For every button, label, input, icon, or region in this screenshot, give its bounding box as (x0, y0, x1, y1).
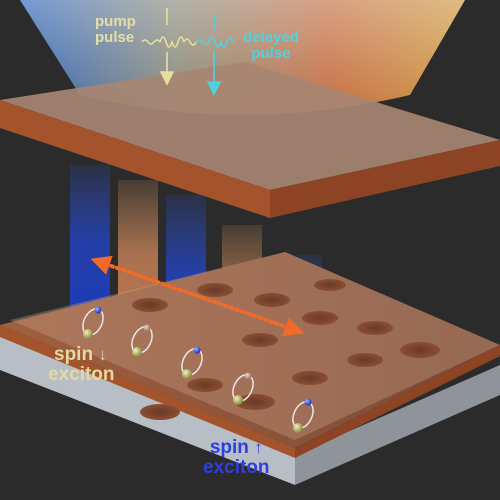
beam-blue-1 (70, 165, 110, 320)
spin-up-exciton-label: spin ↑ exciton (203, 438, 270, 478)
top-mirror-edge-right (270, 140, 500, 218)
pump-label-line1: pump (95, 13, 136, 30)
spin-up-word: spin (209, 437, 249, 458)
sample-layer-edge-left (0, 325, 295, 458)
exciton-blue-2 (181, 346, 203, 379)
top-mirror-edge-left (0, 100, 270, 218)
sample-layer-edge-right (295, 345, 500, 458)
spin-up-arrow-icon: ↑ (254, 438, 263, 457)
spin-up-word2: exciton (203, 456, 270, 478)
delayed-pulse-label: delayed pulse (243, 30, 299, 62)
exciton-orange-2 (232, 372, 254, 405)
delayed-label-line2: pulse (251, 44, 291, 62)
sample-side-right (295, 365, 500, 485)
pump-label-line2: pulse (95, 28, 135, 46)
pump-pulse-label: pump pulse (95, 14, 136, 46)
pump-wave-icon (141, 8, 197, 86)
transport-arrow (90, 255, 305, 337)
exciton-blue-3 (292, 398, 314, 433)
spin-down-word: spin (54, 344, 94, 365)
delayed-wave-icon (196, 15, 234, 96)
top-mirror-plate (0, 62, 500, 190)
delayed-label-line1: delayed (243, 29, 299, 46)
spin-down-arrow-icon: ↓ (98, 345, 107, 364)
spin-down-word2: exciton (48, 363, 115, 385)
spin-down-exciton-label: spin ↓ exciton (48, 345, 115, 385)
